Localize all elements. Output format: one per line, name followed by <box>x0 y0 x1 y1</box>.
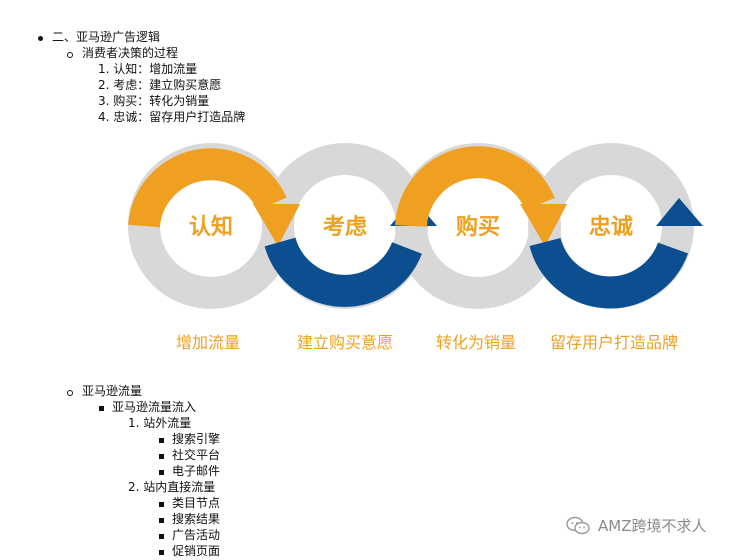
disc-bullet <box>37 36 43 41</box>
decision-step-3: 3. 购买：转化为销量 <box>98 94 210 108</box>
stage-name-3: 购买 <box>456 214 500 240</box>
stage-name-4: 忠诚 <box>589 215 633 240</box>
arc-orange-1 <box>128 148 287 228</box>
stage-name-1: 认知 <box>189 214 233 240</box>
traffic-inflow: 亚马逊流量流入 <box>112 400 197 414</box>
circle-bullet <box>67 51 73 58</box>
square-bullet <box>158 550 164 555</box>
internal-item-2: 搜索结果 <box>172 512 221 526</box>
internal-traffic-title: 2. 站内直接流量 <box>128 480 216 494</box>
arc-orange-3 <box>395 146 555 228</box>
decision-step-2: 2. 考虑：建立购买意愿 <box>98 78 222 92</box>
external-traffic-title: 1. 站外流量 <box>128 416 192 430</box>
decision-title: 消费者决策的过程 <box>82 46 179 60</box>
arrow-blue-4 <box>656 198 703 226</box>
arc-blue-4 <box>529 237 689 309</box>
stage-label-4: 留存用户打造品牌 <box>550 333 678 352</box>
internal-item-4: 促销页面 <box>172 544 221 558</box>
arrow-orange-3 <box>520 204 567 246</box>
decision-step-4: 4. 忠诚：留存用户打造品牌 <box>98 110 246 124</box>
square-bullet <box>158 502 164 507</box>
stage-name-2: 考虑 <box>323 215 367 240</box>
square-bullet <box>158 470 164 475</box>
arrow-orange-1 <box>253 204 300 246</box>
arc-blue-2 <box>264 237 422 307</box>
square-bullet <box>158 438 164 443</box>
external-item-3: 电子邮件 <box>172 464 221 478</box>
internal-item-1: 类目节点 <box>172 496 221 510</box>
stage-label-1: 增加流量 <box>176 333 240 352</box>
internal-item-3: 广告活动 <box>172 528 221 542</box>
circle-bullet <box>67 389 73 396</box>
section-heading: 二、亚马逊广告逻辑 <box>52 30 161 44</box>
square-bullet <box>158 534 164 539</box>
square-bullet <box>98 406 104 411</box>
decision-step-1: 1. 认知：增加流量 <box>98 62 198 76</box>
stage-label-2: 建立购买意愿 <box>297 333 393 352</box>
traffic-title: 亚马逊流量 <box>82 384 143 398</box>
watermark: AMZ跨境不求人 <box>566 516 706 536</box>
wechat-icon <box>566 516 590 535</box>
square-bullet <box>158 518 164 523</box>
stage-label-3: 转化为销量 <box>436 333 516 352</box>
square-bullet <box>158 454 164 459</box>
watermark-text: AMZ跨境不求人 <box>598 517 707 535</box>
external-item-2: 社交平台 <box>172 448 221 462</box>
external-item-1: 搜索引擎 <box>172 432 221 446</box>
